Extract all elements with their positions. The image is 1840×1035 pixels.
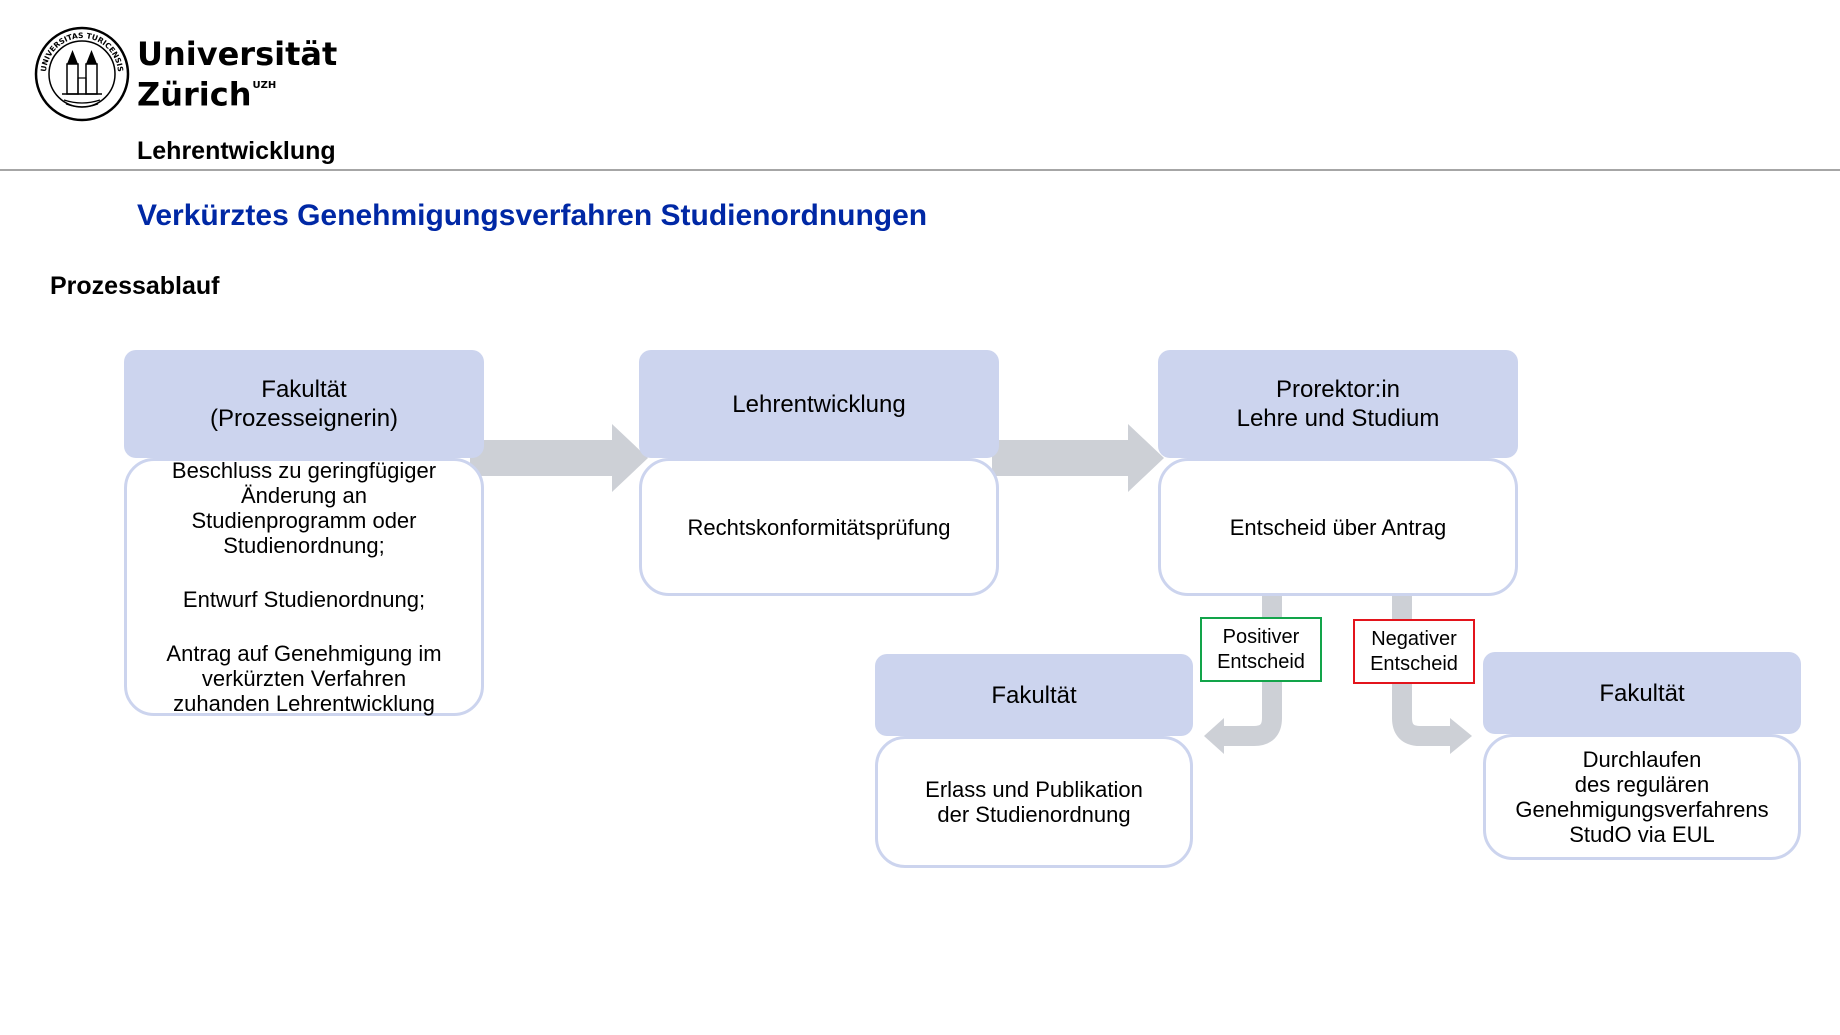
step2-description: Rechtskonformitätsprüfung [639,458,999,596]
university-seal-logo: UNIVERSITAS TURICENSIS [34,26,130,122]
step1-text-2: Entwurf Studienordnung; [182,587,426,612]
arrow-step1-to-step2 [470,424,648,492]
header-divider [0,169,1840,171]
wordmark-line2: Zürich [137,75,252,114]
arrow-positive-branch [1222,592,1282,746]
page-title: Verkürztes Genehmigungsverfahren Studien… [137,199,928,232]
arrow-step2-to-step3 [992,424,1164,492]
step1-actor-box: Fakultät (Prozesseignerin) [124,350,484,458]
step1-description: Beschluss zu geringfügiger Änderung an S… [124,458,484,716]
positive-decision-label: Positiver Entscheid [1200,617,1322,682]
step1-text-3: Antrag auf Genehmigung im verkürzten Ver… [166,641,442,716]
section-label: Prozessablauf [50,272,220,300]
university-wordmark: Universität ZürichUZH [137,36,337,114]
unit-name: Lehrentwicklung [137,137,336,165]
outcome-negative-actor-box: Fakultät [1483,652,1801,734]
wordmark-line1: Universität [137,35,338,73]
outcome-positive-actor-box: Fakultät [875,654,1193,736]
step2-actor-box: Lehrentwicklung [639,350,999,458]
arrow-negative-branch [1392,592,1452,746]
step3-description: Entscheid über Antrag [1158,458,1518,596]
outcome-negative-description: Durchlaufen des regulären Genehmigungsve… [1483,734,1801,860]
wordmark-superscript: UZH [252,80,277,91]
step1-text-1: Beschluss zu geringfügiger Änderung an S… [171,458,437,558]
step3-actor-box: Prorektor:in Lehre und Studium [1158,350,1518,458]
negative-decision-label: Negativer Entscheid [1353,619,1475,684]
outcome-positive-description: Erlass und Publikation der Studienordnun… [875,736,1193,868]
